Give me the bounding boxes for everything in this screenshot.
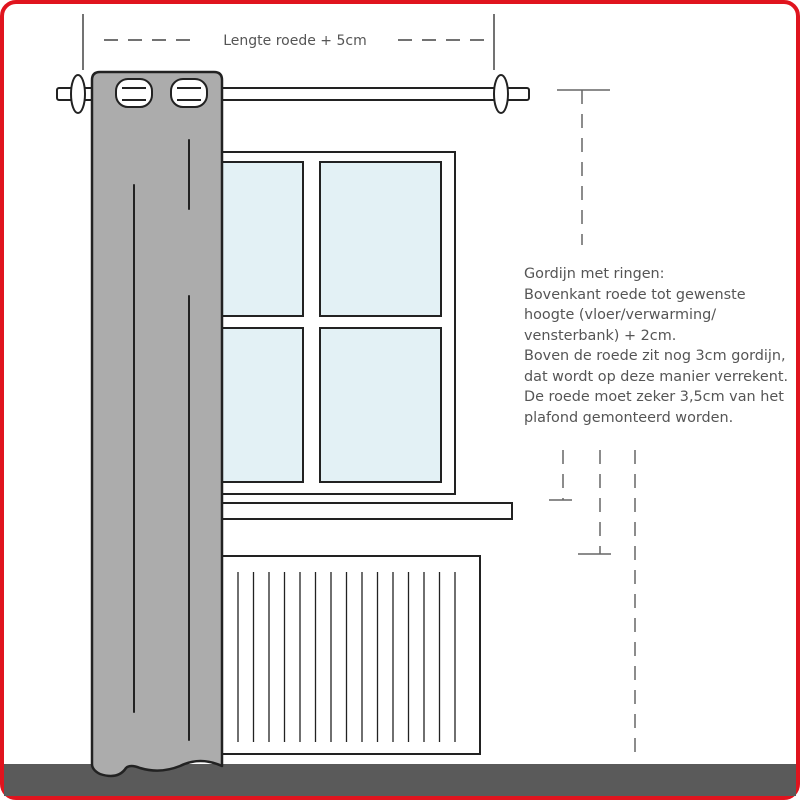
instruction-line: De roede moet zeker 3,5cm van het <box>524 389 784 405</box>
height-guides <box>549 89 636 762</box>
rod-length-label: Lengte roede + 5cm <box>223 33 367 49</box>
curtain-ring <box>170 78 208 108</box>
instruction-line: vensterbank) + 2cm. <box>524 327 677 344</box>
instructions-text: Gordijn met ringen: Bovenkant roede tot … <box>524 264 794 428</box>
window-pane-top-left <box>214 161 304 317</box>
rod-finial-left <box>70 74 86 114</box>
radiator-body <box>217 555 481 755</box>
window-pane-bottom-right <box>319 327 442 483</box>
instruction-line: dat wordt op deze manier verrekent. <box>524 368 789 385</box>
rod-finial-right <box>493 74 509 114</box>
radiator-fins <box>237 572 456 742</box>
instruction-line: hoogte (vloer/verwarming/ <box>524 307 717 323</box>
curtain-fold-lines <box>133 139 190 741</box>
window-pane-top-right <box>319 161 442 317</box>
window-sill <box>209 502 513 520</box>
instruction-line: Bovenkant roede tot gewenste <box>524 286 746 303</box>
instruction-line: Gordijn met ringen: <box>524 266 665 282</box>
instruction-line: plafond gemonteerd worden. <box>524 409 734 426</box>
radiator <box>217 555 481 755</box>
floor <box>4 764 796 796</box>
curtain-rings <box>115 78 208 108</box>
curtain-fabric <box>90 70 224 778</box>
rod-length-dimension <box>82 14 495 70</box>
instruction-line: Boven de roede zit nog 3cm gordijn, <box>524 348 786 364</box>
curtain-ring <box>115 78 153 108</box>
window-pane-bottom-left <box>214 327 304 483</box>
curtain <box>90 70 224 778</box>
window <box>209 151 513 520</box>
